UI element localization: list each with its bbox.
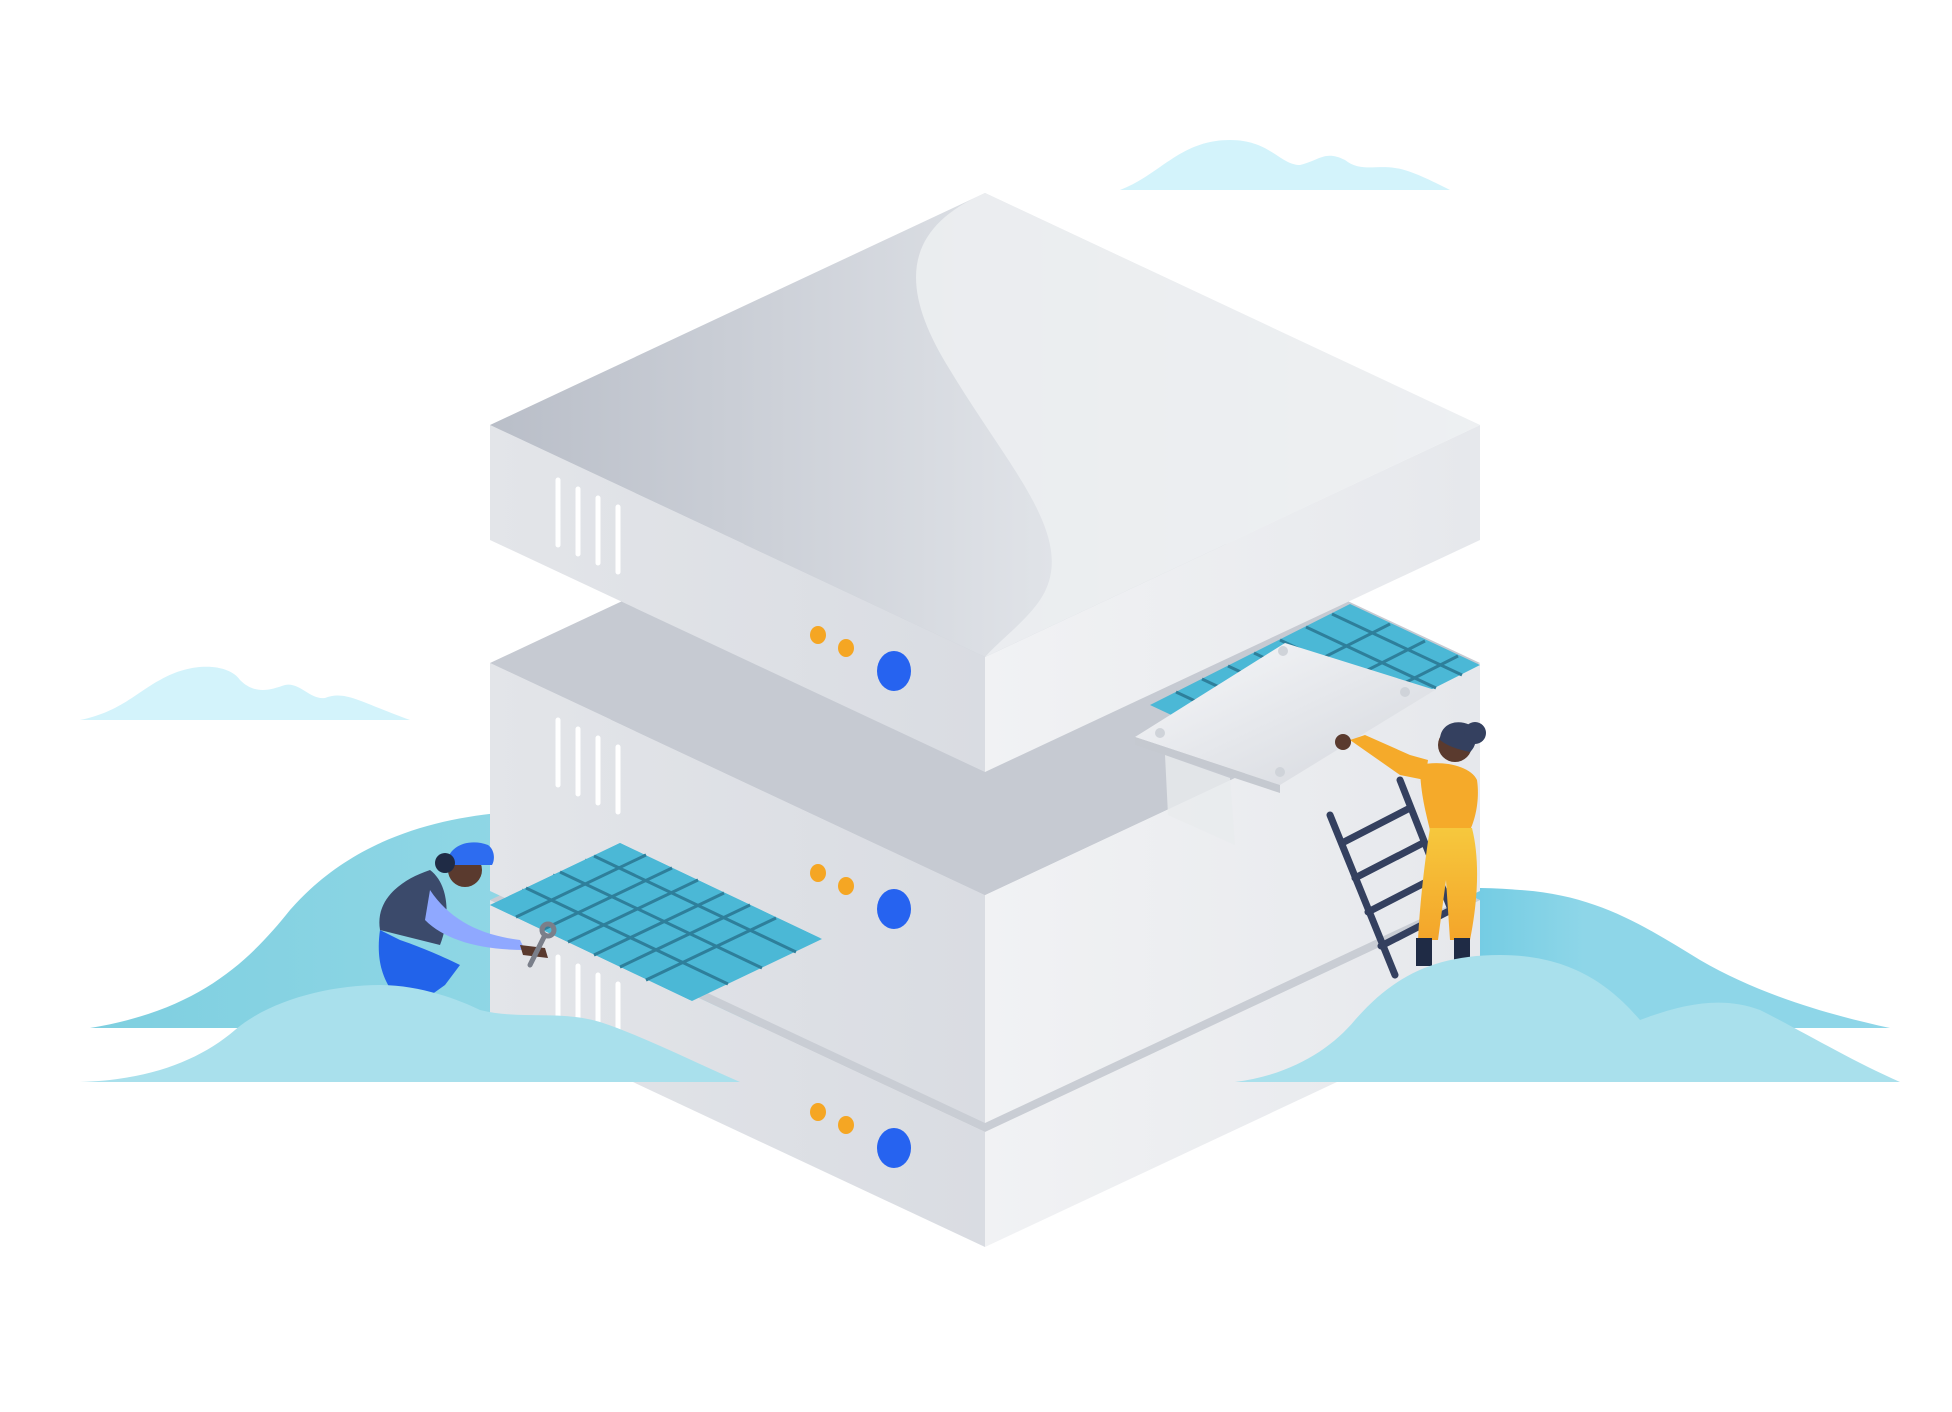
led-icon <box>838 1116 854 1134</box>
hill-left-front <box>80 985 740 1082</box>
server-unit-top <box>490 193 1480 772</box>
power-button-icon <box>877 651 911 691</box>
cloud-icon <box>80 666 410 720</box>
led-icon <box>810 1103 826 1121</box>
vent-slots <box>555 477 621 575</box>
hill-right-front <box>1235 955 1900 1082</box>
worker-on-ladder-icon <box>1335 722 1486 966</box>
led-icon <box>810 864 826 882</box>
wrench-icon <box>527 921 557 968</box>
led-icon <box>838 639 854 657</box>
led-icon <box>838 877 854 895</box>
power-button-icon <box>877 889 911 929</box>
circuit-grid-panel <box>490 843 822 1001</box>
cloud-icon <box>1120 140 1450 190</box>
access-panel <box>1135 643 1435 845</box>
led-icon <box>810 626 826 644</box>
power-button-icon <box>877 1128 911 1168</box>
vent-slots <box>555 717 621 815</box>
